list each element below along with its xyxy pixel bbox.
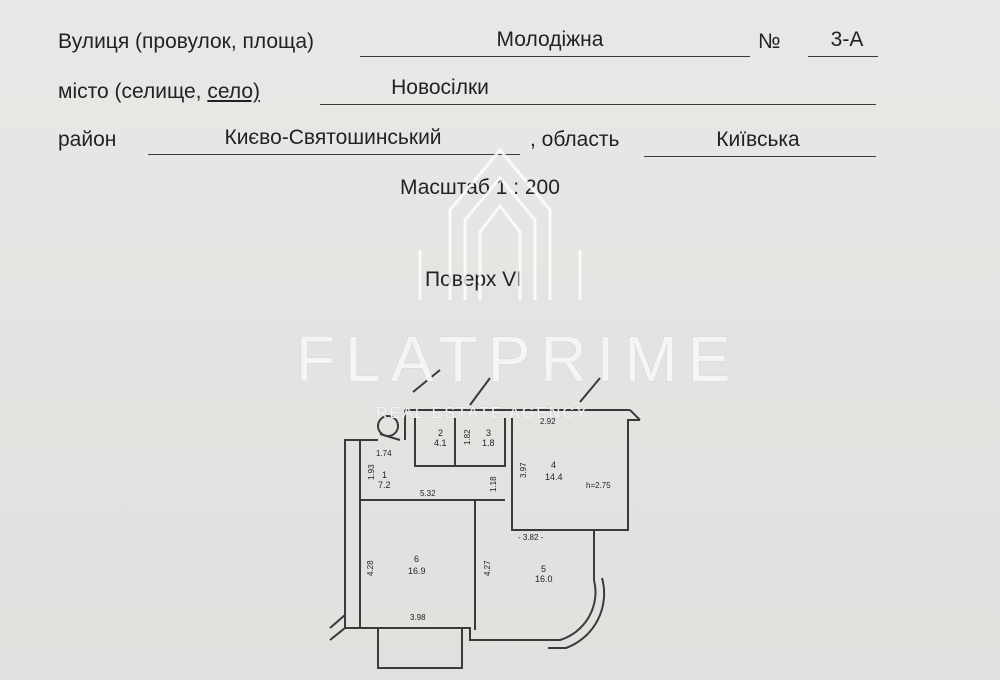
dim-1-74: 1.74 xyxy=(376,449,392,458)
wall-right xyxy=(593,419,640,580)
wall-bottom xyxy=(360,627,548,641)
room-6-area: 16.9 xyxy=(408,566,426,576)
wall-edge-left xyxy=(329,614,346,641)
room-3-area: 1.8 xyxy=(482,438,495,448)
dim-4-27: 4.27 xyxy=(483,560,492,576)
city-label-part-a: місто (селище, xyxy=(58,80,208,103)
street-label: Вулиця (провулок, площа) xyxy=(58,30,314,53)
room-3-number: 3 xyxy=(486,428,491,438)
room-height: h=2.75 xyxy=(586,481,611,490)
dim-3-97: 3.97 xyxy=(519,462,528,478)
city-underline xyxy=(320,104,876,105)
dim-3-98: 3.98 xyxy=(410,613,426,622)
room-4-area: 14.4 xyxy=(545,472,563,482)
street-underline xyxy=(360,56,750,57)
number-underline xyxy=(808,56,878,57)
wall-room4 xyxy=(511,418,594,531)
street-value: Молодіжна xyxy=(496,28,604,51)
region-value: Київська xyxy=(716,128,800,151)
dim-4-28: 4.28 xyxy=(366,560,375,576)
room-1-area: 7.2 xyxy=(378,480,391,490)
region-underline xyxy=(644,156,876,157)
city-label-part-b: село) xyxy=(207,80,261,103)
room-1-number: 1 xyxy=(382,470,387,480)
number-value: 3-А xyxy=(830,28,864,51)
riser-circle xyxy=(377,415,399,437)
dim-1-93: 1.93 xyxy=(367,464,376,480)
wall-mid xyxy=(359,440,505,501)
dim-1-82: 1.82 xyxy=(463,429,472,445)
dim-5-32: 5.32 xyxy=(420,489,436,498)
room-5-number: 5 xyxy=(541,564,546,574)
room-2-area: 4.1 xyxy=(434,438,447,448)
room-2-number: 2 xyxy=(438,428,443,438)
balcony xyxy=(377,628,463,669)
dim-1-18: 1.18 xyxy=(489,476,498,492)
wall-bay-outer xyxy=(548,577,606,649)
room-6-number: 6 xyxy=(414,554,419,564)
district-label: район xyxy=(58,128,117,151)
wall-left xyxy=(344,439,361,629)
room-5-area: 16.0 xyxy=(535,574,553,584)
city-label: місто (селище, село) xyxy=(58,80,260,104)
number-label: № xyxy=(758,30,781,53)
wall-bay xyxy=(548,579,597,641)
dim-3-82: - 3.82 - xyxy=(518,533,544,542)
wall-top xyxy=(404,409,641,440)
district-value: Києво-Святошинський xyxy=(224,126,442,149)
wall-bath xyxy=(414,418,506,467)
city-value: Новосілки xyxy=(391,76,489,99)
callout-lines xyxy=(379,369,601,441)
dim-top: 2.92 xyxy=(540,417,556,426)
room-4-number: 4 xyxy=(551,460,556,470)
region-label: , область xyxy=(530,128,620,151)
district-underline xyxy=(148,154,520,155)
